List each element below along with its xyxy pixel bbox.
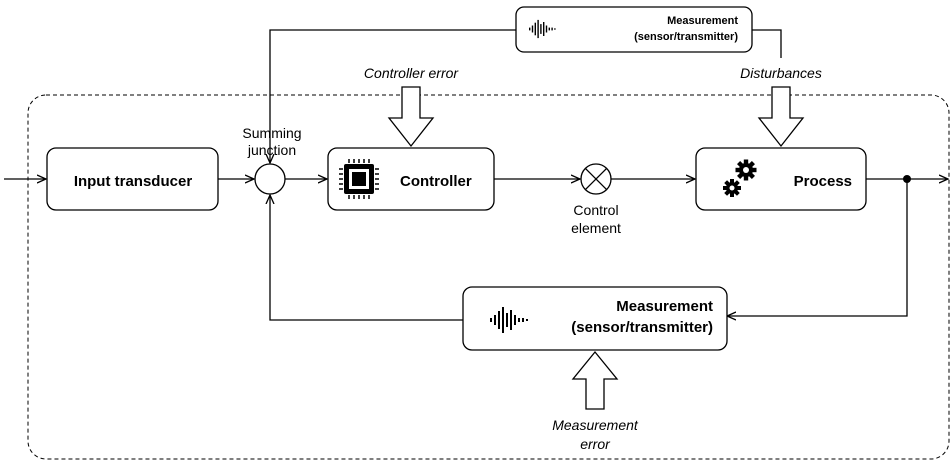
summing-junction[interactable] bbox=[254, 163, 286, 195]
input-transducer-block[interactable]: Input transducer bbox=[46, 147, 219, 211]
input-transducer-label: Input transducer bbox=[74, 173, 193, 190]
process-label: Process bbox=[794, 173, 852, 190]
controller-block[interactable]: Controller bbox=[327, 147, 495, 211]
summing-label-line1: Summing bbox=[242, 125, 301, 141]
gears-icon bbox=[723, 159, 757, 197]
process-block[interactable]: Process bbox=[695, 147, 867, 211]
measurement-error-label-line1: Measurement bbox=[552, 417, 639, 433]
feedback-to-measurement-line bbox=[727, 179, 908, 316]
controller-label: Controller bbox=[400, 173, 472, 190]
measurement-label-line1: Measurement bbox=[616, 298, 713, 315]
measurement-error-label-line2: error bbox=[580, 436, 611, 452]
measurement-error-arrow bbox=[571, 350, 619, 410]
controller-error-arrow bbox=[387, 86, 435, 148]
measurement-label-line2: (sensor/transmitter) bbox=[571, 319, 713, 336]
control-element-label-line2: element bbox=[571, 220, 621, 236]
measurement-top-label-line2: (sensor/transmitter) bbox=[634, 31, 738, 43]
chip-icon bbox=[339, 159, 379, 199]
measurement-to-summing-line bbox=[270, 195, 463, 321]
measurement-top-label-line1: Measurement bbox=[667, 15, 738, 27]
measurement-block-top[interactable]: Measurement (sensor/transmitter) bbox=[515, 6, 753, 53]
measurement-block[interactable]: Measurement (sensor/transmitter) bbox=[462, 286, 728, 351]
disturbances-arrow bbox=[757, 86, 805, 148]
control-element-label-line1: Control bbox=[573, 202, 618, 218]
controller-error-label: Controller error bbox=[364, 65, 459, 81]
control-element[interactable] bbox=[580, 163, 612, 195]
top-feedback-line-2 bbox=[270, 29, 516, 163]
system-boundary bbox=[27, 94, 950, 460]
summing-label-line2: junction bbox=[247, 142, 296, 158]
disturbances-label: Disturbances bbox=[740, 65, 822, 81]
top-feedback-line bbox=[752, 29, 782, 58]
